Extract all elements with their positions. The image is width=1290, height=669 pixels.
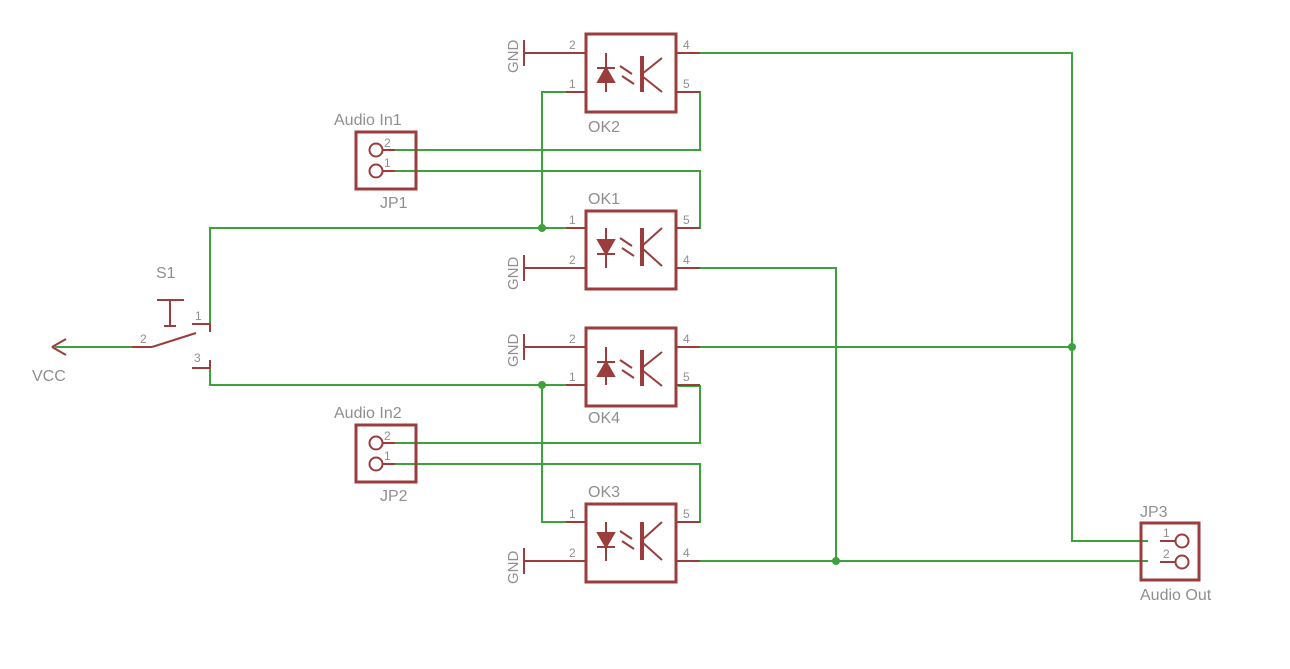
pin-number: 2 <box>384 429 391 443</box>
pin-number: 2 <box>140 332 147 346</box>
pin-number: 2 <box>569 546 576 560</box>
switch-s1[interactable]: 1 2 3 S1 <box>132 265 211 369</box>
pin-number: 1 <box>569 370 576 384</box>
part-value: Audio In2 <box>334 405 402 422</box>
pin-number: 3 <box>194 351 201 365</box>
pin-number: 5 <box>683 507 690 521</box>
pin-number: 2 <box>569 38 576 52</box>
pin-number: 5 <box>683 77 690 91</box>
pin-number: 1 <box>569 507 576 521</box>
connector-jp1[interactable]: 2 1 Audio In1 JP1 <box>334 112 418 212</box>
part-name: OK1 <box>588 191 620 208</box>
optocoupler-ok4[interactable]: GND 2 1 4 5 OK4 <box>505 326 700 427</box>
net-s1-1 <box>209 227 586 324</box>
part-name: OK2 <box>588 119 620 136</box>
pin-number: 4 <box>683 253 690 267</box>
part-value: Audio In1 <box>334 112 402 129</box>
pin-number: 1 <box>384 156 391 170</box>
part-value: Audio Out <box>1140 587 1212 604</box>
junctions <box>538 224 1076 565</box>
wires <box>55 52 1148 562</box>
gnd-label: GND <box>505 551 522 585</box>
junction-dot <box>538 381 546 389</box>
gnd-label: GND <box>505 257 522 291</box>
part-name: OK4 <box>588 410 620 427</box>
pin-number: 2 <box>1163 547 1170 561</box>
pin-number: 1 <box>195 309 202 323</box>
pin-number: 5 <box>683 370 690 384</box>
pin-number: 2 <box>569 332 576 346</box>
junction-dot <box>1068 343 1076 351</box>
part-name: JP2 <box>380 488 408 505</box>
optocoupler-ok2[interactable]: GND 2 1 4 5 OK2 <box>505 32 700 136</box>
net-ok1-ok2-anode <box>541 91 586 228</box>
pin-number: 4 <box>683 332 690 346</box>
part-name: JP3 <box>1140 504 1168 521</box>
gnd-label: GND <box>505 40 522 74</box>
pin-number: 4 <box>683 546 690 560</box>
net-s1-3 <box>209 368 586 386</box>
pin-number: 2 <box>384 136 391 150</box>
pin-number: 1 <box>569 77 576 91</box>
gnd-label: GND <box>505 334 522 368</box>
vcc-label: VCC <box>32 368 66 385</box>
part-name: S1 <box>156 265 176 282</box>
pin-number: 1 <box>569 213 576 227</box>
pin-number: 1 <box>1163 526 1170 540</box>
optocoupler-ok3[interactable]: GND 1 2 5 4 OK3 <box>505 484 700 584</box>
part-name: OK3 <box>588 484 620 501</box>
optocoupler-ok1[interactable]: GND 1 2 5 4 OK1 <box>505 191 700 291</box>
pin-number: 2 <box>569 253 576 267</box>
part-name: JP1 <box>380 195 408 212</box>
connector-jp3[interactable]: 1 2 JP3 Audio Out <box>1139 504 1212 604</box>
junction-dot <box>538 224 546 232</box>
vcc-supply: VCC <box>32 338 67 385</box>
connector-jp2[interactable]: 2 1 Audio In2 JP2 <box>334 405 418 505</box>
net-ok4-ok3-anode <box>541 385 586 523</box>
pin-number: 4 <box>683 38 690 52</box>
net-ok2-ok4-out <box>700 52 1148 542</box>
pin-number: 5 <box>683 213 690 227</box>
junction-dot <box>832 557 840 565</box>
net-ok1-ok3-out <box>700 267 837 561</box>
pin-number: 1 <box>384 449 391 463</box>
